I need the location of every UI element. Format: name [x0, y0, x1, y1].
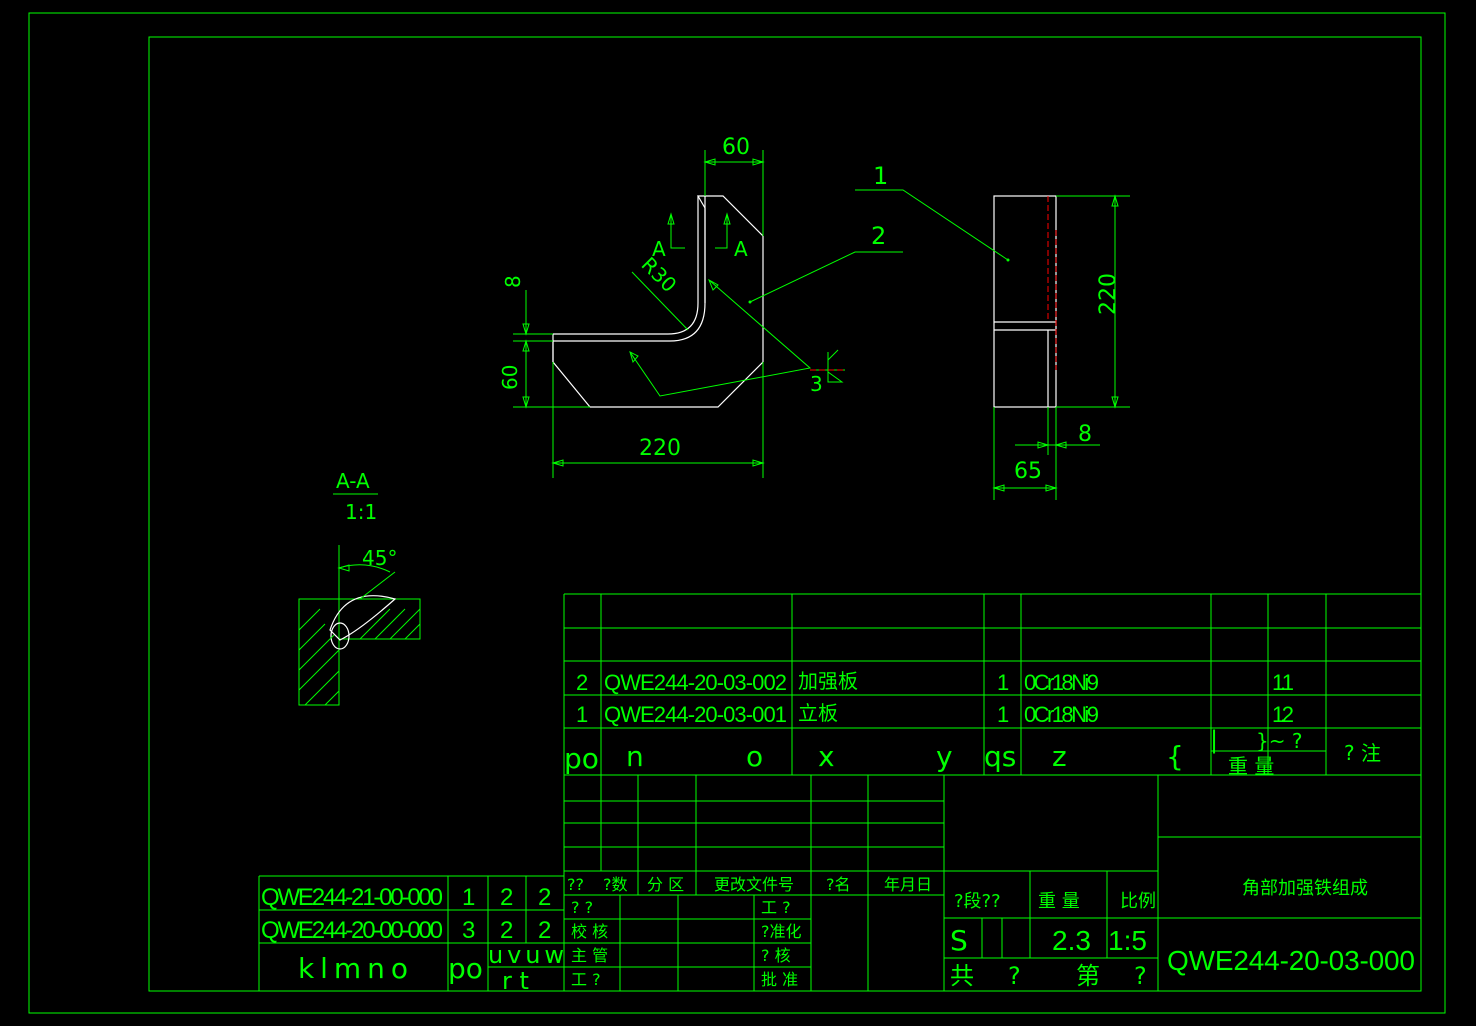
- asm-row-1-b: 2: [500, 884, 513, 911]
- scale-value: 1:5: [1108, 925, 1147, 956]
- asm-footer-rt: r t: [502, 967, 529, 995]
- section-mark-a-left: A: [652, 237, 666, 261]
- bom-row-1-qty: 1: [997, 670, 1009, 695]
- section-angle: 45°: [362, 546, 397, 570]
- sheet-q: ?: [1134, 962, 1147, 990]
- sign-label-2: 主 管: [571, 946, 608, 965]
- callout-1-label: 1: [873, 162, 888, 190]
- bom-row-1-code: QWE244-20-03-002: [604, 670, 787, 695]
- drawing-number: QWE244-20-03-000: [1167, 945, 1415, 976]
- bom-header-brace: {: [1166, 740, 1184, 773]
- dim-left: [513, 290, 590, 409]
- bom-header-n: n: [626, 740, 644, 773]
- title-block-grid: [258, 775, 1421, 991]
- dim-220-right-label: 220: [1096, 273, 1121, 315]
- sign-label-right-3: 批 准: [761, 970, 798, 989]
- sign-label-right-2: ? 核: [761, 946, 791, 965]
- inner-border: [148, 36, 1422, 992]
- dim-8-right-label: 8: [1078, 422, 1092, 447]
- section-mark-a-right: A: [734, 237, 748, 261]
- rev-header-1: ?数: [603, 875, 628, 894]
- asm-row-2-b: 2: [500, 917, 513, 944]
- asm-row-2-code: QWE244-20-00-000: [261, 917, 443, 944]
- section-scale: 1:1: [345, 500, 377, 524]
- total-label: 共: [950, 962, 974, 990]
- r30-leader: [631, 271, 689, 331]
- sheet-label: 第: [1076, 962, 1100, 990]
- bom-header-weight: 重 量: [1228, 754, 1274, 778]
- bom-row-1-material: 0Cr18Ni9: [1024, 670, 1099, 695]
- bom-header-y: y: [936, 740, 953, 773]
- sign-label-right-1: ?准化: [761, 922, 802, 941]
- bom-header-tilde: }~ ?: [1256, 729, 1302, 753]
- rev-header-4: ?名: [826, 875, 851, 894]
- section-a-a-view: [298, 545, 421, 706]
- sign-label-right-0: 工 ?: [761, 898, 791, 917]
- weight-value: 2.3: [1052, 925, 1091, 956]
- dim-65-label: 65: [1014, 459, 1042, 484]
- bom-row-2-code: QWE244-20-03-001: [604, 702, 787, 727]
- bom-row-1-name: 加强板: [798, 669, 858, 693]
- sign-label-0: ? ?: [571, 898, 593, 917]
- rev-header-0: ??: [567, 875, 584, 894]
- asm-footer-code: klmno: [298, 952, 408, 985]
- bom-row-1-weight: 1.1: [1272, 670, 1294, 695]
- bom-header-qs: qs: [984, 740, 1016, 773]
- bom-row-2-material: 0Cr18Ni9: [1024, 702, 1099, 727]
- section-mark-lines: [667, 212, 731, 249]
- rev-header-3: 更改文件号: [714, 875, 794, 894]
- sign-label-3: 工 ?: [571, 970, 601, 989]
- callout-1-leader: [855, 189, 1009, 261]
- asm-footer-po: po: [448, 952, 483, 985]
- front-view: [552, 195, 764, 408]
- asm-row-1-a: 1: [462, 884, 475, 911]
- bom-row-2-no: 1: [576, 702, 588, 727]
- rev-header-2: 分 区: [647, 875, 684, 894]
- outer-border: [28, 12, 1446, 1014]
- bom-row-2-name: 立板: [798, 701, 838, 725]
- bom-row-1-no: 2: [576, 670, 588, 695]
- drawing-name: 角部加强铁组成: [1242, 878, 1368, 899]
- scale-label: 比例: [1120, 891, 1156, 912]
- dim-right: [1056, 194, 1130, 409]
- asm-row-2-a: 3: [462, 917, 475, 944]
- stage-value: S: [950, 924, 968, 957]
- bom-header-po: po: [564, 742, 599, 775]
- weld-symbol: [827, 352, 844, 383]
- section-title: A-A: [336, 469, 370, 493]
- bom-header-note: ? 注: [1344, 741, 1381, 765]
- stiffener-outline: [552, 195, 764, 408]
- bom-header-x: x: [818, 740, 835, 773]
- callout-2-leader: [749, 251, 903, 303]
- callout-2-label: 2: [871, 222, 886, 250]
- dim-60-left-label: 60: [498, 365, 522, 390]
- bom-header-z: z: [1052, 740, 1067, 773]
- asm-row-2-c: 2: [538, 917, 551, 944]
- weight-label: 重 量: [1038, 891, 1080, 912]
- dim-top-60: [703, 150, 765, 236]
- sign-label-1: 校 核: [571, 922, 608, 941]
- stage-label: ?段??: [954, 891, 1001, 912]
- rev-header-5: 年月日: [884, 875, 932, 894]
- bom-row-2-qty: 1: [997, 702, 1009, 727]
- bom-header-o: o: [746, 740, 763, 773]
- bom-row-2-weight: 1.2: [1272, 702, 1294, 727]
- total-q: ?: [1008, 962, 1021, 990]
- bom-header-pipe: |: [1210, 726, 1218, 754]
- weld-size: 3: [810, 372, 823, 396]
- bom-grid: [563, 593, 1421, 991]
- weld-leader: [629, 279, 812, 397]
- dim-220-bottom-label: 220: [639, 436, 681, 461]
- asm-footer-uvuw: uvuw: [488, 941, 564, 969]
- vertical-plate-inner: [553, 196, 699, 335]
- dim-r30-label: R30: [637, 252, 682, 297]
- dim-side-bottom: [992, 407, 1100, 500]
- asm-row-1-code: QWE244-21-00-000: [261, 884, 443, 911]
- dim-60-top-label: 60: [722, 135, 750, 160]
- asm-row-1-c: 2: [538, 884, 551, 911]
- side-view: [993, 195, 1057, 408]
- dim-8-left-label: 8: [501, 275, 525, 288]
- dim-bottom: [551, 362, 765, 478]
